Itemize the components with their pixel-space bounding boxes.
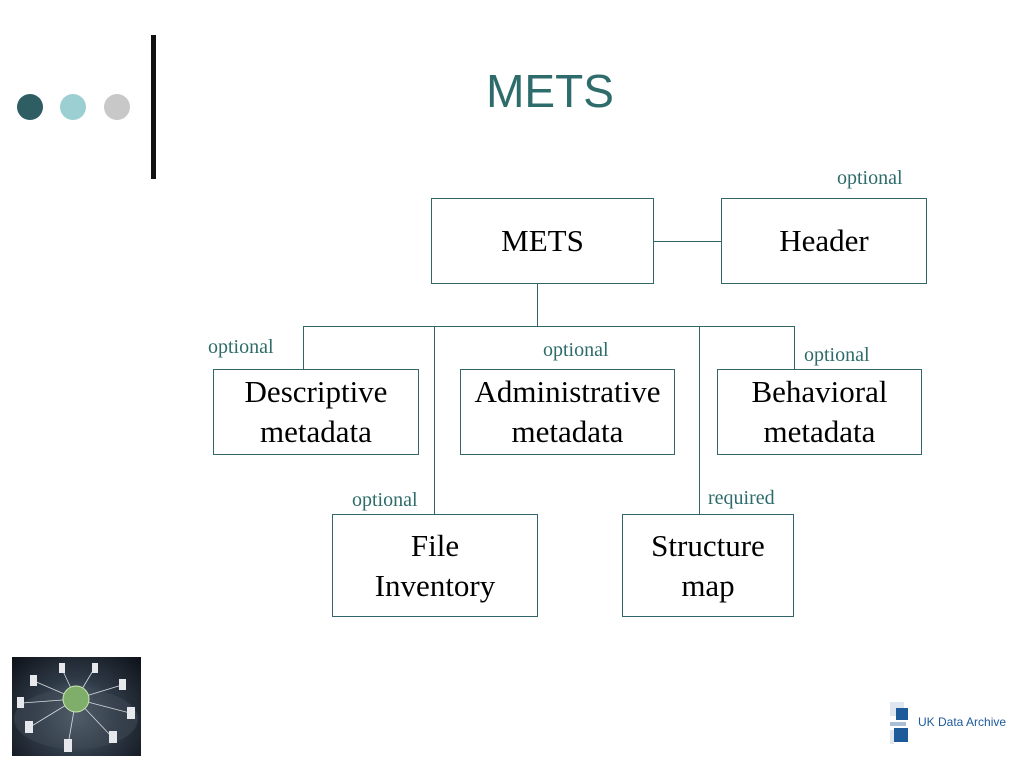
slide-title: METS: [486, 65, 614, 117]
administrative-label-line2: metadata: [511, 414, 624, 449]
structure-map-label-line1: Structure: [651, 527, 765, 563]
file-inventory-optional-tag: optional: [352, 489, 418, 511]
network-globe-image: [12, 657, 141, 756]
behavioral-metadata-box: Behavioral metadata: [717, 369, 922, 455]
uk-data-archive-logo-icon: [890, 702, 908, 744]
connector-root-header: [653, 241, 721, 242]
connector-behavioral: [794, 326, 795, 369]
header-box: Header: [721, 198, 927, 284]
connector-root-down: [537, 284, 538, 327]
administrative-metadata-box: Administrative metadata: [460, 369, 675, 455]
descriptive-metadata-box: Descriptive metadata: [213, 369, 419, 455]
connector-structure-map: [699, 326, 700, 514]
decor-dot-light: [60, 94, 86, 120]
network-globe-illustration: [14, 663, 138, 752]
behavioral-label-line1: Behavioral: [751, 374, 888, 409]
behavioral-label-line2: metadata: [763, 414, 876, 449]
file-inventory-box: File Inventory: [332, 514, 538, 617]
behavioral-optional-tag: optional: [804, 344, 870, 366]
logo-text: UK Data Archive: [918, 715, 1007, 729]
connector-horizontal-bus: [303, 326, 795, 327]
decor-dot-dark: [17, 94, 43, 120]
structure-map-box: Structure map: [622, 514, 794, 617]
descriptive-label-line1: Descriptive: [244, 374, 388, 409]
mets-root-label: METS: [501, 223, 584, 258]
file-inventory-label-line1: File: [410, 527, 460, 563]
header-label: Header: [779, 223, 869, 258]
decor-vertical-bar: [151, 35, 156, 179]
mets-root-box: METS: [431, 198, 654, 284]
file-inventory-label-line2: Inventory: [374, 567, 496, 603]
decor-dot-grey: [104, 94, 130, 120]
connector-descriptive: [303, 326, 304, 369]
descriptive-label-line2: metadata: [260, 414, 372, 449]
uk-data-archive-logo: UK Data Archive: [888, 700, 1007, 746]
connector-file-inventory: [434, 326, 435, 514]
administrative-optional-tag: optional: [543, 339, 609, 361]
structure-map-label-line2: map: [681, 567, 735, 603]
header-optional-tag: optional: [837, 167, 903, 189]
structure-map-required-tag: required: [708, 487, 775, 509]
administrative-label-line1: Administrative: [474, 374, 661, 409]
descriptive-optional-tag: optional: [208, 336, 274, 358]
